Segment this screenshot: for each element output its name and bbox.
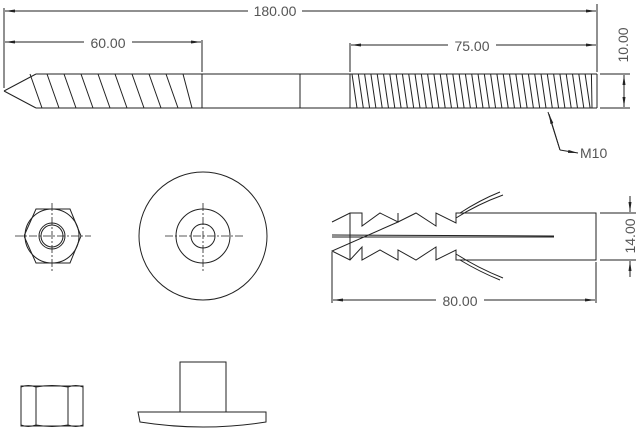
thread-line [458,73,465,109]
thread-line [464,73,471,109]
thread-line [148,73,162,109]
thread-line [80,73,94,109]
thread-line [477,73,484,109]
thread-line [63,73,77,109]
thread-line [439,73,446,109]
thread-line [590,73,593,109]
thread-line [546,73,553,109]
thread-line [389,73,396,109]
thread-line [521,73,528,109]
dimension-tip-thread: 60.00 [5,34,203,72]
thread-line [357,73,364,109]
thread-line [408,73,415,109]
thread-line [527,73,534,109]
thread-line [182,73,193,109]
dimension-label: 180.00 [254,3,297,19]
thread-line [446,73,452,109]
thread-line [46,73,60,109]
washer-top-view [138,171,268,301]
dimension-shank-diameter: 10.00 [600,27,631,109]
thread-line [29,73,43,109]
hex-nut-top-view [15,203,91,271]
thread-line [131,73,145,109]
thread-line [395,73,402,109]
dimension-label: 10.00 [615,27,631,62]
wall-plug: 80.00 14.00 [330,191,638,309]
thread-line [515,73,522,109]
thread-line [427,73,434,109]
thread-line [471,73,478,109]
machine-thread-hatch [351,73,593,109]
thread-line [553,73,560,109]
thread-line [401,73,408,109]
thread-line [433,73,440,109]
thread-line [383,73,389,109]
wood-thread-hatch [29,73,193,109]
thread-line [114,73,128,109]
dimension-label: 14.00 [622,218,638,253]
thread-line [351,73,358,109]
thread-line [534,73,541,109]
thread-line [483,73,490,109]
thread-line [414,73,421,109]
thread-line [540,73,547,109]
dimension-overall-length: 180.00 [3,3,598,88]
callout-label: M10 [580,145,607,161]
thread-line [572,73,578,109]
dimension-label: 60.00 [90,35,125,51]
dimension-machine-thread: 75.00 [349,37,596,72]
thread-line [584,73,591,109]
thread-line [509,73,515,109]
thread-line [364,73,371,109]
dimension-label: 80.00 [442,293,477,309]
thread-line [490,73,497,109]
hanger-bolt [3,73,598,109]
thread-line [502,73,509,109]
thread-line [559,73,566,109]
thread-callout: M10 [547,111,607,161]
thread-line [97,73,111,109]
thread-line [420,73,427,109]
dimension-label: 75.00 [454,38,489,54]
hex-nut-side-view [20,385,84,427]
thread-line [376,73,383,109]
thread-line [165,73,179,109]
thread-line [452,73,459,109]
washer-side-view [137,361,267,428]
thread-line [578,73,585,109]
thread-line [496,73,503,109]
thread-line [370,73,377,109]
thread-line [565,73,572,109]
